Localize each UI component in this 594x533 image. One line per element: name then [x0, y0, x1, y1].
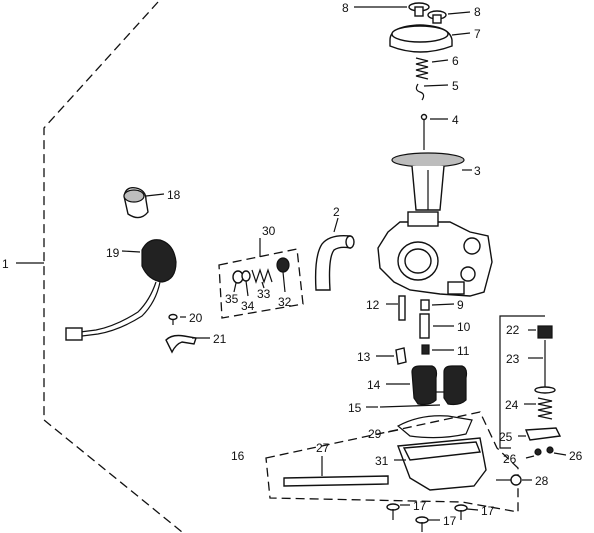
spring-part-6: [415, 57, 449, 80]
callout-33: 33: [257, 287, 271, 301]
needle-clip-part-5: [415, 83, 449, 101]
screw-part-8b: [427, 10, 471, 24]
callout-25: 25: [499, 430, 513, 444]
callout-23: 23: [506, 352, 520, 366]
callout-35: 35: [225, 292, 239, 306]
float-part-14: [386, 365, 468, 406]
callout-5: 5: [452, 79, 459, 93]
callout-32: 32: [278, 295, 292, 309]
callout-21: 21: [213, 332, 227, 346]
choke-group-outline-30: [218, 238, 304, 319]
callout-8a: 8: [342, 1, 349, 15]
vent-hose-part-2: [314, 217, 355, 291]
callout-9: 9: [457, 298, 464, 312]
diaphragm-piston-part-3: [391, 152, 472, 211]
carburetor-top-cover-part-7: [389, 24, 471, 53]
choke-cap-part-18: [123, 186, 165, 219]
main-jet-part-11: [421, 344, 454, 355]
callout-16: 16: [231, 449, 245, 463]
callout-27: 27: [316, 441, 330, 455]
bracket-22-24: [499, 315, 545, 449]
callout-31: 31: [375, 454, 389, 468]
screw-part-26a: [525, 448, 542, 459]
callout-14: 14: [367, 378, 381, 392]
starter-jet-part-13: [376, 347, 407, 365]
gasket-part-29: [387, 415, 473, 439]
callout-29: 29: [368, 427, 382, 441]
callout-11: 11: [457, 344, 470, 358]
callout-26b: 26: [569, 449, 583, 463]
screw-part-8a: [354, 2, 430, 17]
washer-part-9: [420, 299, 455, 311]
callout-6: 6: [452, 54, 459, 68]
callout-10: 10: [457, 320, 471, 334]
callout-22: 22: [506, 323, 520, 337]
callout-15: 15: [348, 401, 362, 415]
callout-17b: 17: [443, 514, 457, 528]
jet-needle-part-4: [420, 113, 448, 150]
cap-part-22: [528, 325, 553, 339]
callout-20: 20: [189, 311, 203, 325]
pilot-jet-part-12: [386, 295, 406, 321]
carburetor-body: [377, 211, 493, 297]
callout-17c: 17: [481, 504, 495, 518]
callout-18: 18: [167, 188, 181, 202]
auto-choke-part-19: [65, 239, 177, 341]
callout-8b: 8: [474, 5, 481, 19]
clamp-part-21: [165, 334, 210, 354]
callout-24: 24: [505, 398, 519, 412]
callout-34: 34: [241, 299, 255, 313]
callout-30: 30: [262, 224, 276, 238]
callout-labels: 1 2 3 4 5 6 7 8 8 9 10 11 12 13 14 15 16…: [2, 1, 583, 528]
screw-part-20: [168, 313, 186, 325]
callout-28: 28: [535, 474, 549, 488]
screw-part-26b: [546, 446, 567, 456]
screw-part-17a: [386, 503, 410, 520]
plunger-part-23: [528, 340, 556, 394]
float-chamber-part-31: [394, 437, 487, 491]
callout-2: 2: [333, 205, 340, 219]
bracket-part-25: [518, 427, 562, 441]
choke-components-32-35: [232, 257, 290, 297]
callout-3: 3: [474, 164, 481, 178]
float-bowl-group-outline-16: [265, 411, 519, 513]
spring-part-24: [524, 397, 553, 420]
callout-4: 4: [452, 113, 459, 127]
needle-jet-part-10: [419, 313, 454, 339]
callout-13: 13: [357, 350, 371, 364]
assembly-outline-1: [16, 1, 183, 533]
callout-1: 1: [2, 257, 9, 271]
callout-26a: 26: [503, 452, 517, 466]
screw-part-17c: [454, 504, 479, 520]
callout-12: 12: [366, 298, 380, 312]
drain-screw-part-28: [496, 474, 532, 486]
callout-19: 19: [106, 246, 120, 260]
drain-tube-part-27: [283, 456, 389, 487]
callout-7: 7: [474, 27, 481, 41]
screw-part-17b: [415, 516, 440, 532]
float-pin-part-15: [366, 404, 441, 408]
callout-17a: 17: [413, 499, 427, 513]
